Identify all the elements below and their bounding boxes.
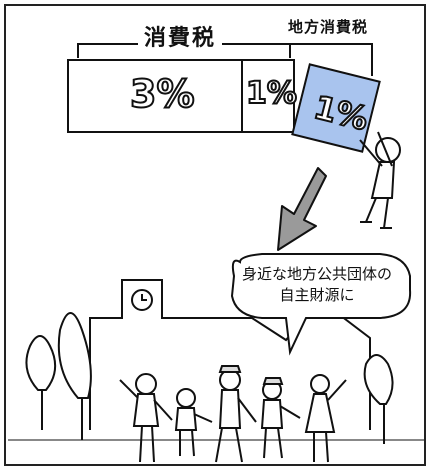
person-woman-left	[119, 373, 173, 463]
local-rate-text: 1%	[245, 75, 298, 112]
tree-right	[363, 354, 394, 444]
local-tax-bracket	[289, 43, 373, 76]
speech-bubble-line-2: 自主財源に	[279, 286, 355, 304]
consumption-tax-label: 消費税	[140, 20, 221, 52]
local-tax-box-slot	[241, 59, 295, 133]
transfer-arrow	[277, 167, 327, 251]
clock-icon	[131, 289, 153, 311]
speech-bubble-text: 身近な地方公共団体の 自主財源に	[232, 264, 402, 306]
tree-left-tall	[57, 312, 92, 440]
national-rate-text: 3%	[129, 71, 196, 117]
people-group	[119, 365, 347, 463]
person-boy	[174, 388, 213, 457]
tree-left-small	[25, 335, 57, 430]
local-consumption-tax-label: 地方消費税	[288, 18, 369, 36]
lifting-person-figure	[359, 131, 401, 229]
speech-bubble-shape	[230, 253, 412, 356]
person-man-cap	[215, 365, 257, 463]
person-woman-right	[304, 374, 347, 463]
lifted-tax-box	[291, 63, 381, 153]
person-child-cap	[260, 377, 301, 459]
national-tax-box	[67, 59, 243, 133]
speech-bubble-line-1: 身近な地方公共団体の	[241, 265, 392, 283]
